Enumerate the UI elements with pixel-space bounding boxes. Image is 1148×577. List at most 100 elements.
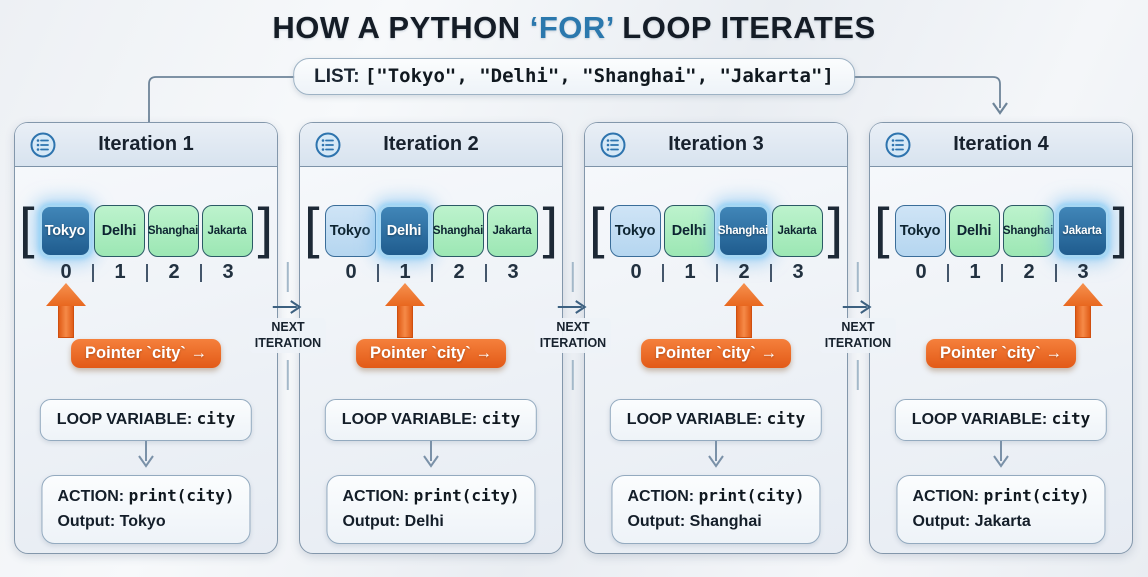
action-label: ACTION:: [627, 488, 695, 505]
pointer-zone: Pointer `city` →: [870, 283, 1132, 368]
panel-header: Iteration 2: [300, 123, 562, 167]
index-separator: [146, 264, 148, 282]
index-separator: [947, 264, 949, 282]
gap-tick-top: [857, 262, 859, 292]
output-value: Delhi: [404, 512, 444, 530]
pointer-zone: Pointer `city` →: [300, 283, 562, 368]
title-prefix: HOW A PYTHON: [272, 10, 530, 45]
output-value: Tokyo: [119, 512, 166, 530]
index-separator: [431, 264, 433, 282]
loop-variable-value: city: [196, 409, 236, 428]
array-cell: Delhi: [93, 205, 145, 257]
next-iteration-line2: ITERATION: [824, 336, 892, 351]
output-label: Output:: [57, 512, 116, 530]
action-line: ACTION: print(city): [57, 484, 234, 510]
array-bracket-open: [: [873, 196, 890, 259]
gap-tick-bottom: [572, 359, 574, 390]
panel-title: Iteration 1: [98, 133, 194, 155]
array-index: 3: [507, 261, 519, 283]
loop-variable-box: LOOP VARIABLE: city: [609, 399, 823, 441]
pointer-label: Pointer `city` →: [926, 339, 1076, 368]
output-label: Output:: [912, 512, 971, 530]
array-cell: Jakarta: [486, 205, 538, 257]
array-index: 3: [222, 261, 234, 283]
array-cell: Tokyo: [39, 205, 91, 257]
next-iteration-arrow-icon: [273, 300, 302, 314]
gap-tick-top: [287, 262, 289, 292]
loop-variable-box: LOOP VARIABLE: city: [324, 399, 538, 441]
index-row: 0 1 2 3: [585, 261, 847, 285]
array-index: 3: [1077, 261, 1089, 283]
array-cell: Delhi: [948, 205, 1000, 257]
loop-variable-box: LOOP VARIABLE: city: [894, 399, 1108, 441]
array-index: 2: [168, 261, 180, 283]
output-line: Output: Jakarta: [912, 510, 1089, 535]
index-row: 0 1 2 3: [300, 261, 562, 285]
flow-down-arrow-icon: [423, 441, 439, 468]
output-label: Output:: [627, 512, 686, 530]
index-separator: [662, 264, 664, 282]
array-cell: Shanghai: [432, 205, 484, 257]
array-bracket-close: ]: [1112, 196, 1129, 259]
pointer-shaft: [58, 304, 74, 338]
index-separator: [485, 264, 487, 282]
array-index: 2: [738, 261, 750, 283]
action-box: ACTION: print(city) Output: Jakarta: [896, 475, 1106, 544]
array-bracket-open: [: [588, 196, 605, 259]
output-line: Output: Delhi: [342, 510, 519, 535]
loop-variable-label: LOOP VARIABLE:: [911, 411, 1048, 428]
panel-iteration-2: Iteration 2 [ Tokyo Delhi Shanghai Jakar…: [299, 122, 563, 554]
array-bracket-open: [: [18, 196, 35, 259]
array-bracket-close: ]: [542, 196, 559, 259]
action-label: ACTION:: [912, 488, 980, 505]
array-cell: Shanghai: [1002, 205, 1054, 257]
flow-down-arrow-icon: [138, 441, 154, 468]
iterations-row: Iteration 1 [ Tokyo Delhi Shanghai Jakar…: [14, 122, 1133, 562]
next-iteration-line2: ITERATION: [254, 336, 322, 351]
connector-down-arrowhead-icon: [992, 102, 1008, 115]
index-row: 0 1 2 3: [870, 261, 1132, 285]
array-cell: Delhi: [663, 205, 715, 257]
array-cell: Tokyo: [324, 205, 376, 257]
pointer-label: Pointer `city` →: [641, 339, 791, 368]
title-suffix: LOOP ITERATES: [613, 10, 876, 45]
list-icon: [30, 132, 56, 158]
list-banner-code: ["Tokyo", "Delhi", "Shanghai", "Jakarta"…: [364, 65, 834, 87]
pointer-arrowhead: [724, 283, 764, 306]
next-iteration-arrow-icon: [843, 300, 872, 314]
array-index: 1: [399, 261, 411, 283]
array-index: 2: [453, 261, 465, 283]
panel-title: Iteration 3: [668, 133, 764, 155]
action-line: ACTION: print(city): [342, 484, 519, 510]
list-banner: LIST: ["Tokyo", "Delhi", "Shanghai", "Ja…: [293, 58, 855, 95]
list-icon: [600, 132, 626, 158]
output-label: Output:: [342, 512, 401, 530]
index-separator: [377, 264, 379, 282]
pointer-arrowhead: [385, 283, 425, 306]
array-bracket-close: ]: [257, 196, 274, 259]
array-visualization: [ Tokyo Delhi Shanghai Jakarta ]: [585, 196, 847, 261]
index-separator: [1001, 264, 1003, 282]
index-separator: [200, 264, 202, 282]
panel-iteration-1: Iteration 1 [ Tokyo Delhi Shanghai Jakar…: [14, 122, 278, 554]
loop-variable-value: city: [481, 409, 521, 428]
output-value: Shanghai: [689, 512, 762, 530]
flow-down-arrow-icon: [708, 441, 724, 468]
panel-header: Iteration 1: [15, 123, 277, 167]
array-visualization: [ Tokyo Delhi Shanghai Jakarta ]: [870, 196, 1132, 261]
action-code: print(city): [128, 486, 235, 505]
next-iteration-group: NEXT ITERATION: [249, 262, 327, 390]
action-code: print(city): [983, 486, 1090, 505]
loop-variable-value: city: [766, 409, 806, 428]
loop-variable-box: LOOP VARIABLE: city: [39, 399, 253, 441]
page-title: HOW A PYTHON ‘FOR’ LOOP ITERATES: [0, 10, 1148, 46]
array-index: 2: [1023, 261, 1035, 283]
index-separator: [1055, 264, 1057, 282]
action-box: ACTION: print(city) Output: Delhi: [326, 475, 536, 544]
panel-header: Iteration 4: [870, 123, 1132, 167]
next-iteration-label: NEXT ITERATION: [249, 318, 327, 353]
pointer-label: Pointer `city` →: [71, 339, 221, 368]
pointer-arrowhead: [1063, 283, 1103, 306]
next-iteration-group: NEXT ITERATION: [534, 262, 612, 390]
